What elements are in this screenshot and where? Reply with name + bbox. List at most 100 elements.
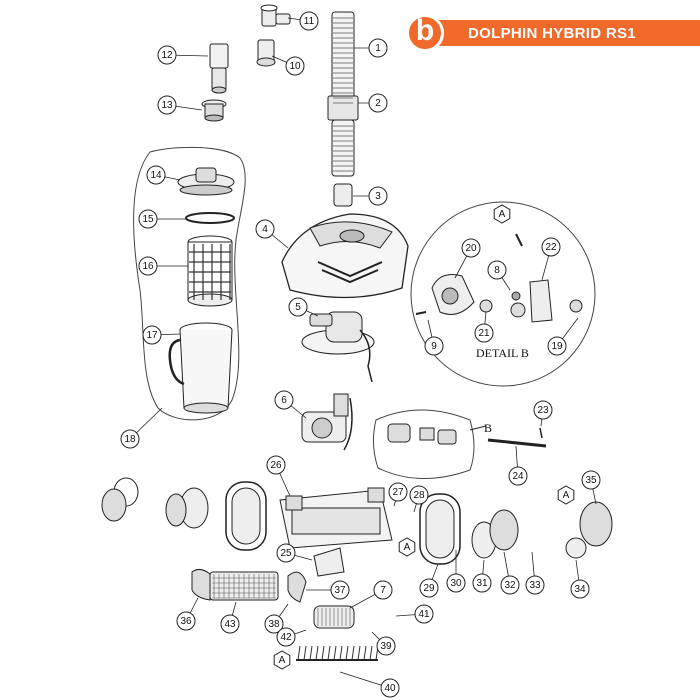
callout-number: 17 [146, 330, 158, 341]
detail-b-parts [415, 233, 583, 323]
marker-letter: A [404, 542, 411, 553]
chassis-frame [279, 487, 393, 549]
callout-number: 3 [375, 191, 381, 202]
callout-35: 35 [581, 470, 601, 490]
callout-number: 10 [289, 61, 301, 72]
callout-30: 30 [446, 573, 466, 593]
callout-25: 25 [276, 543, 296, 563]
callout-4: 4 [255, 219, 275, 239]
callout-15: 15 [138, 209, 158, 229]
callout-22: 22 [541, 237, 561, 257]
callout-number: 14 [150, 170, 162, 181]
marker-letter: A [499, 209, 506, 220]
callout-number: 4 [262, 224, 268, 235]
callout-number: 21 [478, 328, 490, 339]
callout-21: 21 [474, 323, 494, 343]
callout-32: 32 [500, 575, 520, 595]
filter-basket [187, 235, 233, 307]
callout-number: 1 [375, 43, 381, 54]
callout-number: 31 [476, 578, 488, 589]
callout-36: 36 [176, 611, 196, 631]
callout-number: 41 [418, 609, 430, 620]
callout-number: 13 [161, 100, 173, 111]
callout-number: 40 [384, 683, 396, 694]
model-title: DOLPHIN HYBRID RS1 [468, 25, 636, 42]
marker-a: A [557, 485, 575, 505]
callout-number: 15 [142, 214, 154, 225]
callout-number: 18 [124, 434, 136, 445]
callout-number: 32 [504, 580, 516, 591]
drive-motor-unit [301, 393, 353, 451]
callout-number: 29 [423, 583, 435, 594]
callout-37: 37 [330, 580, 350, 600]
callout-42: 42 [276, 627, 296, 647]
brand-logo-badge: b [406, 14, 444, 52]
callout-43: 43 [220, 614, 240, 634]
callout-16: 16 [138, 256, 158, 276]
callout-number: 36 [180, 616, 192, 627]
callout-38: 38 [264, 614, 284, 634]
callout-26: 26 [266, 455, 286, 475]
hose-assembly [327, 11, 359, 207]
callout-1: 1 [368, 38, 388, 58]
callout-number: 25 [280, 548, 292, 559]
callout-number: 27 [392, 487, 404, 498]
callout-number: 16 [142, 261, 154, 272]
gear-subassembly [372, 409, 487, 479]
callout-number: 37 [334, 585, 346, 596]
marker-a: A [493, 204, 511, 224]
callout-9: 9 [424, 336, 444, 356]
brand-logo-letter: b [415, 14, 435, 47]
callout-number: 43 [224, 619, 236, 630]
callout-number: 33 [529, 580, 541, 591]
right-track-group [419, 493, 613, 565]
callout-number: 7 [380, 585, 386, 596]
callout-17: 17 [142, 325, 162, 345]
filter-top-cover [177, 167, 235, 196]
callout-number: 5 [295, 302, 301, 313]
marker-a: A [273, 650, 291, 670]
callout-number: 8 [494, 265, 500, 276]
callout-number: 19 [551, 341, 563, 352]
filter-seal-ring [185, 212, 235, 224]
callout-2: 2 [368, 93, 388, 113]
callout-number: 12 [161, 50, 173, 61]
callout-number: 11 [304, 16, 315, 27]
callout-13: 13 [157, 95, 177, 115]
callout-number: 20 [465, 243, 477, 254]
callout-number: 34 [574, 584, 586, 595]
callout-10: 10 [285, 56, 305, 76]
callout-14: 14 [146, 165, 166, 185]
callout-number: 28 [413, 490, 425, 501]
callout-20: 20 [461, 238, 481, 258]
callout-18: 18 [120, 429, 140, 449]
callout-3: 3 [368, 186, 388, 206]
callout-6: 6 [274, 390, 294, 410]
detail-b-label: DETAIL B [476, 346, 529, 360]
marker-a: A [398, 537, 416, 557]
callout-19: 19 [547, 336, 567, 356]
callout-number: 2 [375, 98, 381, 109]
top-fittings [201, 4, 291, 122]
pump-motor [301, 311, 375, 383]
brand-title-bar [428, 20, 700, 46]
detail-b-circle [410, 201, 596, 387]
callout-27: 27 [388, 482, 408, 502]
callout-number: 22 [545, 242, 557, 253]
callout-7: 7 [373, 580, 393, 600]
callout-number: 38 [268, 619, 280, 630]
callout-number: 42 [280, 632, 292, 643]
left-track-group [101, 477, 267, 551]
callout-number: 26 [270, 460, 282, 471]
callout-number: 35 [585, 475, 597, 486]
pvc-brush [313, 605, 355, 629]
callout-number: 30 [450, 578, 462, 589]
callout-41: 41 [414, 604, 434, 624]
callout-5: 5 [288, 297, 308, 317]
bristle-strip [296, 645, 379, 661]
callout-number: 23 [537, 405, 549, 416]
callout-8: 8 [487, 260, 507, 280]
callout-number: 24 [512, 471, 524, 482]
